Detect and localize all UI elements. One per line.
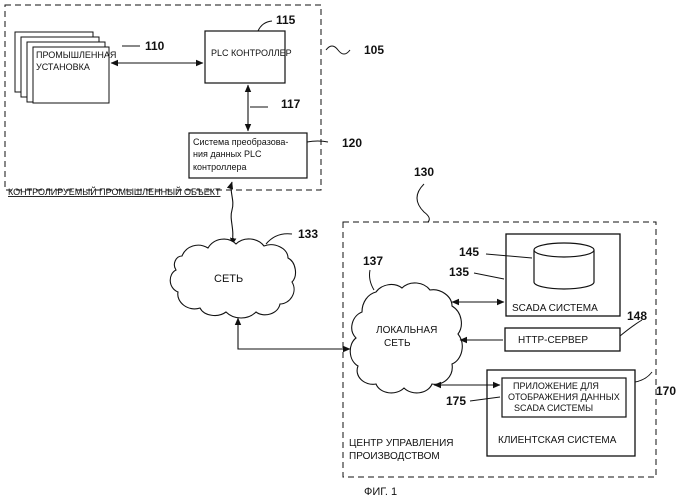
leader-170 bbox=[635, 372, 652, 382]
leader-133 bbox=[266, 234, 292, 244]
link-network-localnet bbox=[238, 318, 350, 349]
ref-145: 145 bbox=[459, 245, 479, 259]
figure-caption: ФИГ. 1 bbox=[364, 486, 397, 498]
scada-app-line1: ПРИЛОЖЕНИЕ ДЛЯ bbox=[513, 381, 599, 391]
local-network-line1: ЛОКАЛЬНАЯ bbox=[376, 325, 437, 336]
leader-105 bbox=[326, 46, 350, 54]
leader-135 bbox=[474, 273, 504, 279]
ref-137: 137 bbox=[363, 254, 383, 268]
control-center-line2: ПРОИЗВОДСТВОМ bbox=[349, 451, 440, 462]
plc-controller-label: PLC КОНТРОЛЛЕР bbox=[211, 48, 292, 58]
leader-115 bbox=[258, 21, 272, 31]
client-system-label: КЛИЕНТСКАЯ СИСТЕМА bbox=[498, 435, 617, 446]
ref-110: 110 bbox=[145, 39, 165, 53]
ref-115: 115 bbox=[276, 13, 296, 27]
link-conversion-network bbox=[231, 182, 233, 245]
ref-135: 135 bbox=[449, 265, 469, 279]
scada-app-line2: ОТОБРАЖЕНИЯ ДАННЫХ bbox=[508, 392, 620, 402]
conversion-line3: контроллера bbox=[193, 162, 246, 172]
controlled-facility-label: КОНТРОЛИРУЕМЫЙ ПРОМЫШЛЕННЫЙ ОБЪЕКТ bbox=[8, 186, 221, 197]
ref-170: 170 bbox=[656, 384, 676, 398]
database-icon bbox=[534, 243, 594, 289]
leader-130 bbox=[417, 184, 429, 222]
conversion-line2: ния данных PLC bbox=[193, 149, 262, 159]
industrial-installation-line2: УСТАНОВКА bbox=[36, 62, 90, 72]
industrial-installation: ПРОМЫШЛЕННАЯ УСТАНОВКА bbox=[15, 32, 116, 103]
ref-148: 148 bbox=[627, 309, 647, 323]
ref-105: 105 bbox=[364, 43, 384, 57]
network-label: СЕТЬ bbox=[214, 273, 243, 285]
ref-175: 175 bbox=[446, 394, 466, 408]
scada-system-label: SCADA СИСТЕМА bbox=[512, 303, 598, 314]
http-server-label: HTTP-СЕРВЕР bbox=[518, 335, 588, 346]
industrial-installation-line1: ПРОМЫШЛЕННАЯ bbox=[36, 50, 116, 60]
ref-120: 120 bbox=[342, 136, 362, 150]
ref-117: 117 bbox=[281, 97, 301, 111]
ref-133: 133 bbox=[298, 227, 318, 241]
scada-app-line3: SCADA СИСТЕМЫ bbox=[514, 403, 593, 413]
leader-137 bbox=[370, 270, 375, 290]
ref-130: 130 bbox=[414, 165, 434, 179]
leader-120 bbox=[307, 141, 328, 142]
local-network-line2: СЕТЬ bbox=[384, 338, 411, 349]
control-center-line1: ЦЕНТР УПРАВЛЕНИЯ bbox=[349, 438, 453, 449]
conversion-line1: Система преобразова- bbox=[193, 137, 288, 147]
